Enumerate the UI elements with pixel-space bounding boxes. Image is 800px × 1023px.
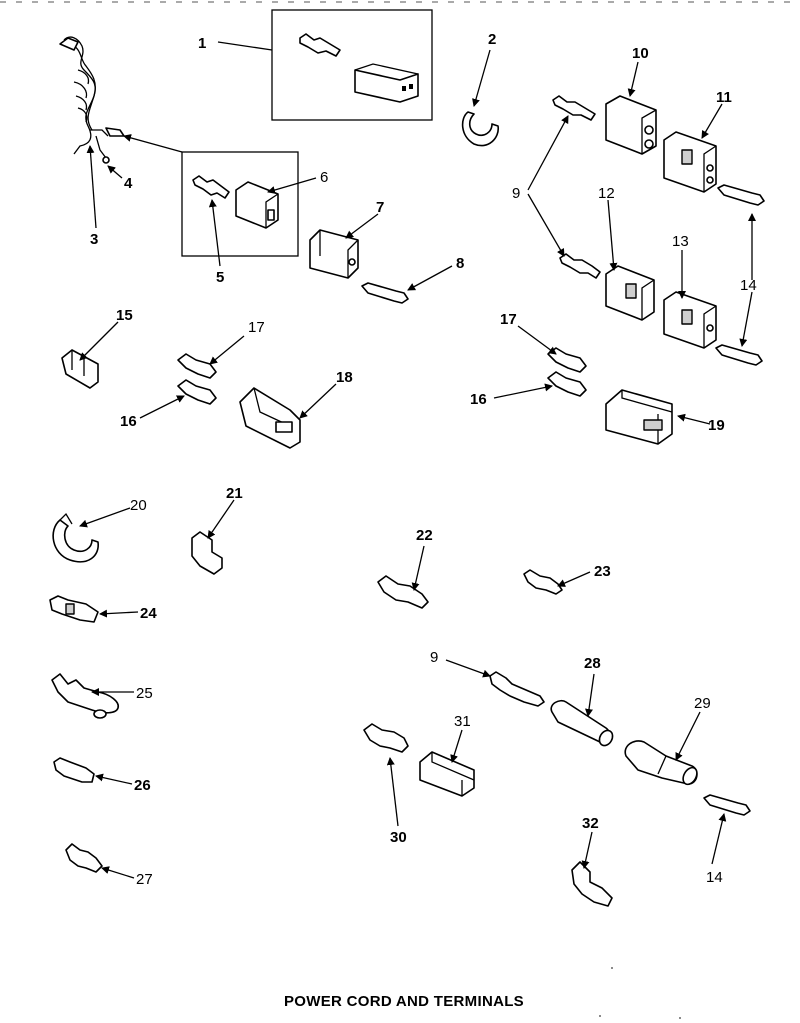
part-20-clip [52, 512, 99, 563]
callout-17-left: 17 [248, 319, 265, 336]
part-11-connector [663, 131, 717, 193]
callout-29: 29 [694, 695, 711, 712]
callout-20: 20 [130, 497, 147, 514]
part-29-boot [624, 740, 698, 786]
part-13-connector [663, 291, 717, 349]
part-27-terminal [65, 843, 103, 873]
part-17-terminal-left [177, 353, 217, 379]
part-10-connector [605, 95, 657, 155]
callout-17-right: 17 [500, 311, 517, 328]
callout-16-right: 16 [470, 391, 487, 408]
part-21-terminal [191, 531, 223, 575]
callout-5: 5 [216, 269, 224, 286]
part-14-terminal-lower [715, 344, 763, 366]
callout-31: 31 [454, 713, 471, 730]
part-14-terminal-upper [717, 184, 765, 206]
callout-28: 28 [584, 655, 601, 672]
callout-4: 4 [124, 175, 133, 192]
callout-32: 32 [582, 815, 599, 832]
kit-box-1 [271, 9, 433, 121]
part-1-housing [354, 63, 419, 103]
part-28-sleeve [550, 699, 614, 747]
callout-22: 22 [416, 527, 433, 544]
callout-16-left: 16 [120, 413, 137, 430]
part-26-terminal [53, 757, 95, 783]
part-7-connector [309, 229, 359, 279]
callout-15: 15 [116, 307, 133, 324]
callout-labels: 1 2 3 4 5 6 7 8 9 10 11 12 13 14 15 17 1… [90, 31, 757, 888]
callout-26: 26 [134, 777, 151, 794]
callout-13: 13 [672, 233, 689, 250]
part-8-terminal [361, 282, 409, 304]
callout-6: 6 [320, 169, 328, 186]
callout-14-upper: 14 [740, 277, 757, 294]
callout-9-upper: 9 [512, 185, 520, 202]
part-25-ring-terminal [51, 673, 120, 719]
part-30-terminal [363, 723, 409, 753]
part-15-clamp [61, 349, 99, 389]
part-22-terminal [377, 575, 429, 609]
callout-30: 30 [390, 829, 407, 846]
scan-speck [611, 967, 613, 969]
part-6-housing [235, 181, 279, 229]
callout-18: 18 [336, 369, 353, 386]
callout-3: 3 [90, 231, 98, 248]
part-1-terminal [299, 33, 341, 57]
part-31-housing [419, 751, 475, 797]
diagram-title: POWER CORD AND TERMINALS [284, 993, 524, 1010]
callout-10: 10 [632, 45, 649, 62]
part-23-terminal [523, 569, 563, 595]
callout-27: 27 [136, 871, 153, 888]
scan-speck [679, 1017, 681, 1019]
kit-box-5-6 [181, 151, 299, 257]
scan-speck [599, 1015, 601, 1017]
part-14-terminal-bottom [703, 794, 751, 816]
part-2-clip [461, 111, 499, 147]
part-18-connector [239, 387, 301, 449]
callout-24: 24 [140, 605, 157, 622]
part-32-terminal [571, 861, 613, 907]
part-17-terminal-right [547, 347, 587, 373]
part-12-connector [605, 265, 655, 321]
part-16-terminal-right [547, 371, 587, 397]
leader-lines [79, 41, 756, 879]
part-24-terminal [49, 595, 99, 623]
part-5-terminal [192, 175, 230, 199]
callout-21: 21 [226, 485, 243, 502]
callout-7: 7 [376, 199, 384, 216]
callout-9-bottom: 9 [430, 649, 438, 666]
part-16-terminal-left [177, 379, 217, 405]
callout-23: 23 [594, 563, 611, 580]
callout-1: 1 [198, 35, 206, 52]
part-19-connector [605, 389, 673, 445]
part-9-terminal-lower [559, 253, 601, 279]
callout-8: 8 [456, 255, 464, 272]
callout-25: 25 [136, 685, 153, 702]
callout-12: 12 [598, 185, 615, 202]
callout-19: 19 [708, 417, 725, 434]
callout-11: 11 [716, 89, 732, 106]
callout-14-bottom: 14 [706, 869, 723, 886]
part-9-terminal-bottom [489, 671, 545, 707]
part-9-terminal-upper [552, 95, 596, 121]
callout-2: 2 [488, 31, 496, 48]
part-3-power-cord [59, 36, 125, 164]
